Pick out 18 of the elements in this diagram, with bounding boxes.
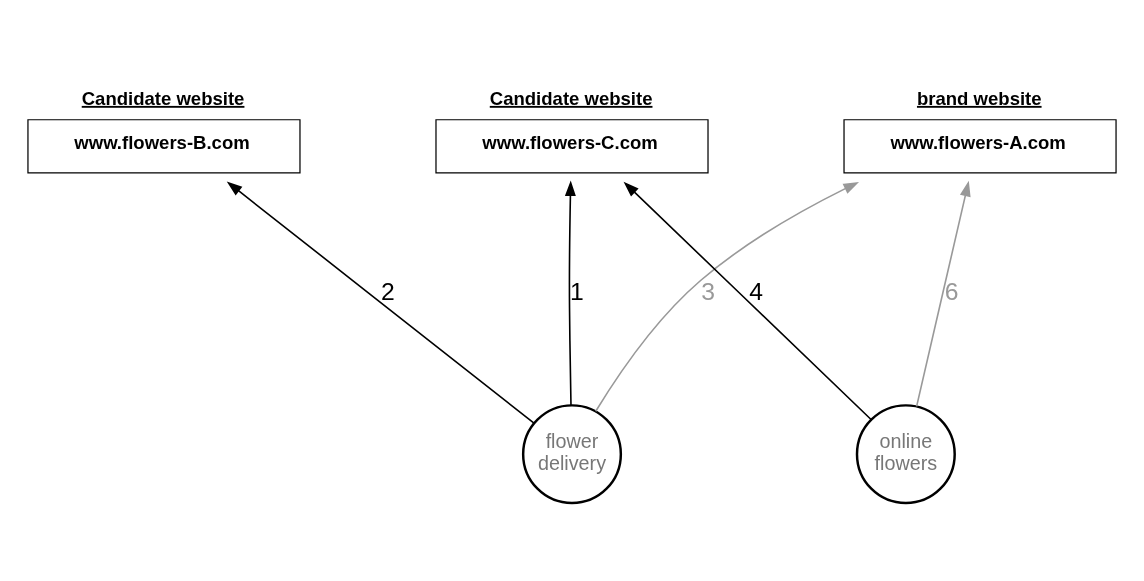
arrow	[564, 179, 576, 406]
node-box: www.flowers-C.com	[435, 118, 709, 174]
arrow	[915, 180, 971, 407]
node-label: Candidate website	[489, 87, 653, 109]
node-label: Candidate website	[81, 87, 245, 109]
node-label: brand website	[916, 87, 1042, 109]
edge-label: 1	[570, 277, 584, 305]
node-circle: online flowers	[855, 403, 956, 504]
node-box: www.flowers-B.com	[27, 118, 301, 174]
edge-label: 3	[701, 277, 715, 305]
edge-label: 2	[380, 277, 395, 305]
arrow	[623, 181, 872, 420]
arrow	[594, 181, 859, 412]
node-circle: flower delivery	[521, 403, 623, 504]
edge-label: 4	[749, 277, 764, 305]
node-box: www.flowers-A.com	[843, 118, 1117, 174]
edge-label: 6	[944, 277, 959, 305]
arrow	[226, 180, 535, 424]
